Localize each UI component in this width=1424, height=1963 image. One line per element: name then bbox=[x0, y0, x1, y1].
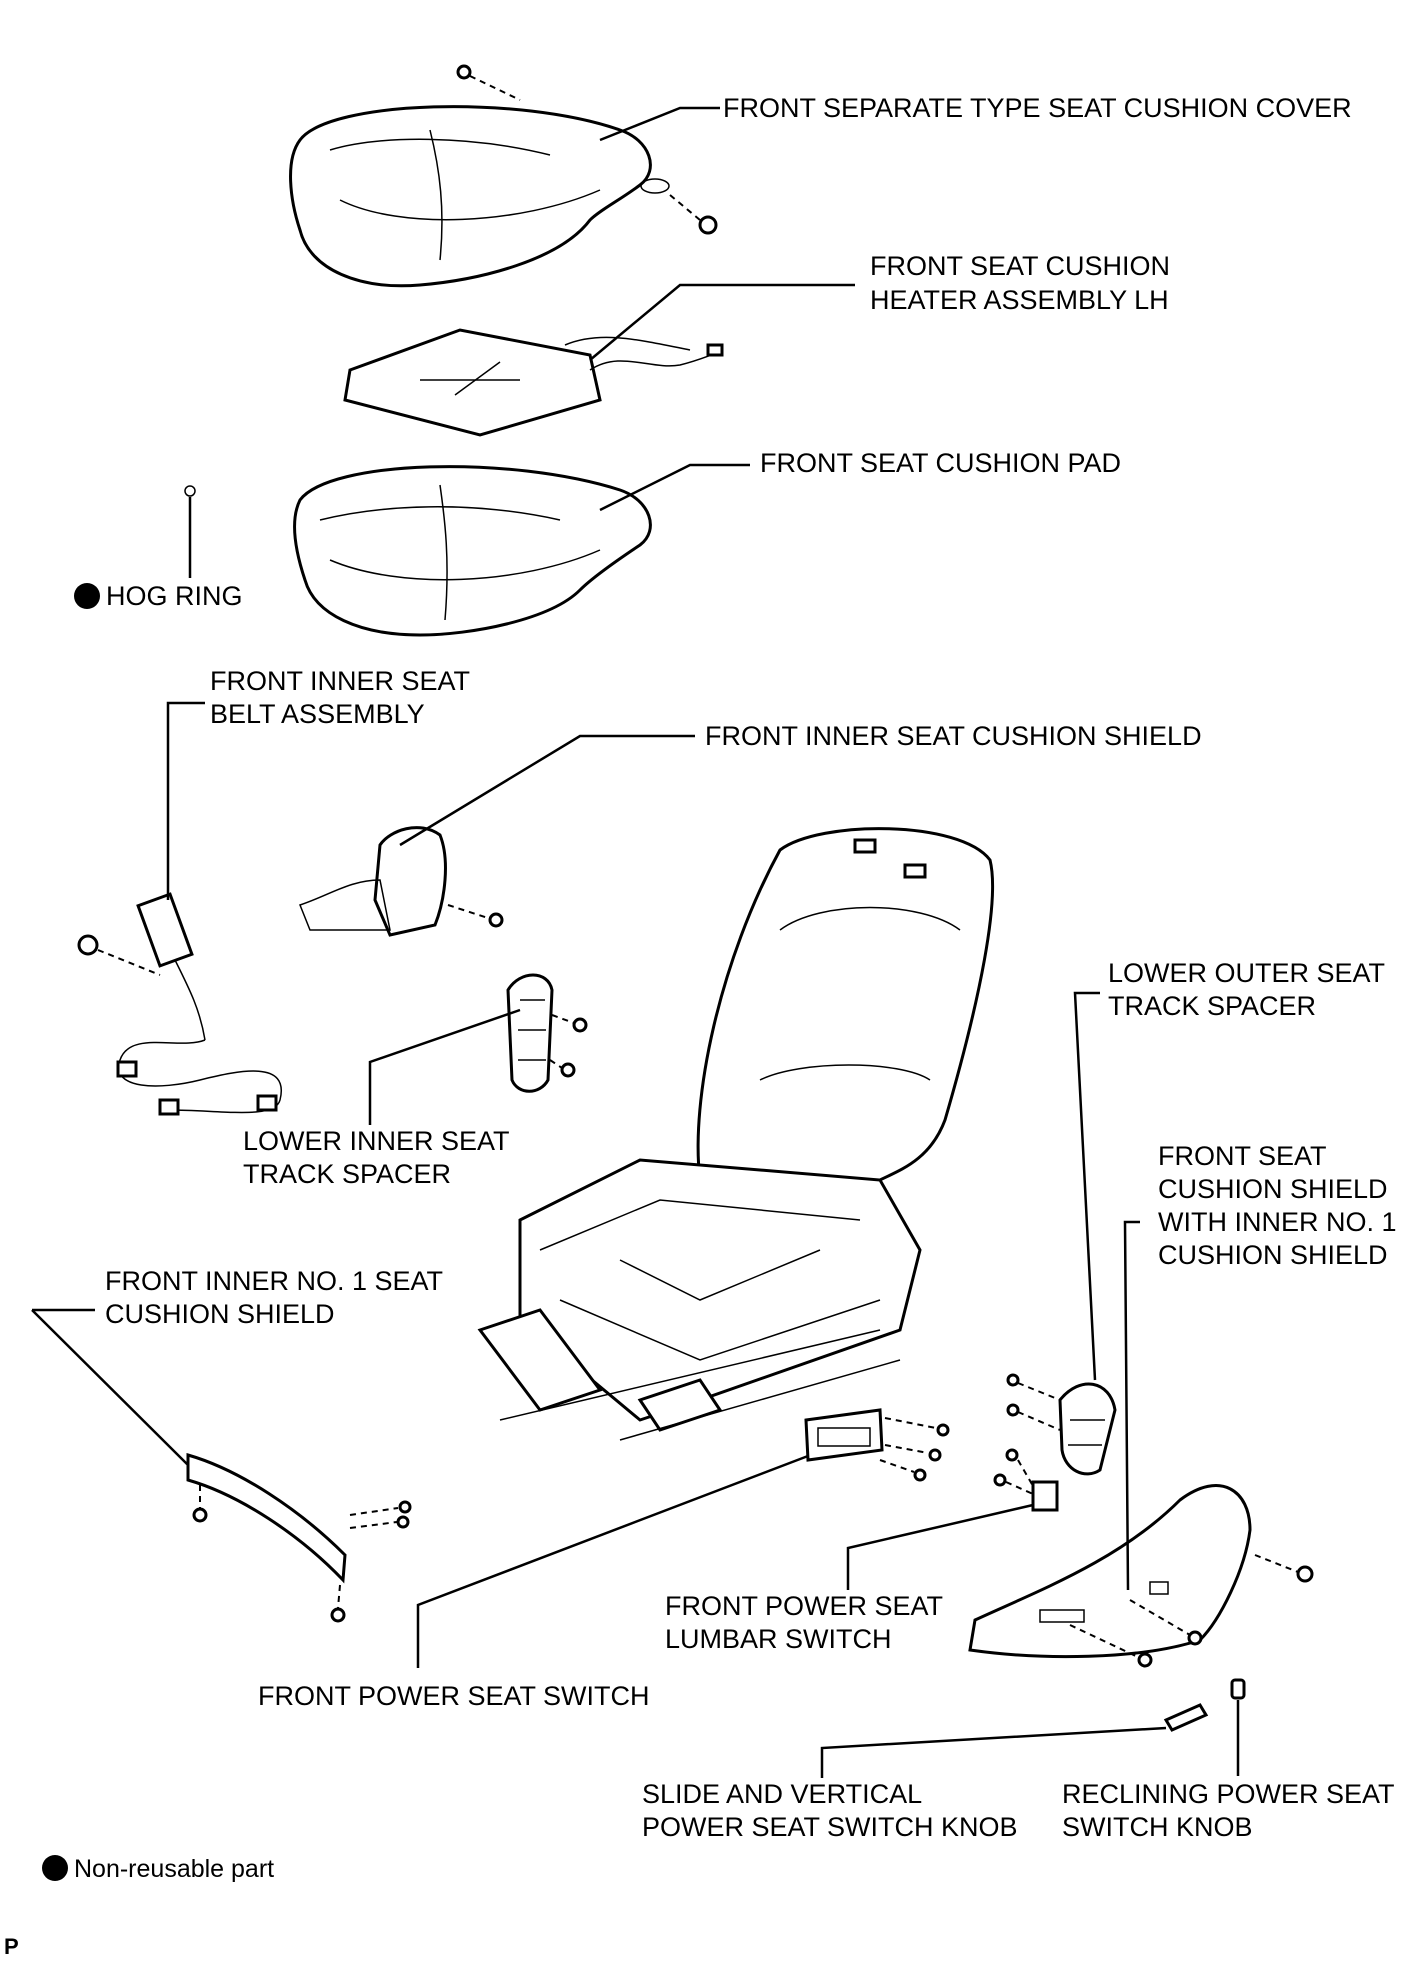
belt-label-line1: FRONT INNER SEAT bbox=[210, 666, 471, 696]
seat-heater-part bbox=[343, 328, 724, 437]
legend-dot-icon bbox=[42, 1855, 68, 1881]
seat-cushion-cover-part bbox=[289, 64, 718, 288]
heater-label-line1: FRONT SEAT CUSHION bbox=[870, 251, 1171, 281]
lumbar-switch-part bbox=[993, 1373, 1059, 1512]
seat-belt-part bbox=[77, 892, 283, 1116]
lower-inner-label-line2: TRACK SPACER bbox=[243, 1159, 452, 1189]
lower-outer-label-line1: LOWER OUTER SEAT bbox=[1108, 958, 1386, 988]
cushion-pad-label: FRONT SEAT CUSHION PAD bbox=[760, 448, 1122, 478]
lower-outer-track-spacer-part bbox=[1017, 1382, 1117, 1476]
slide-knob-part bbox=[1163, 1703, 1209, 1732]
non-reusable-dot-icon bbox=[74, 583, 100, 609]
seat-cushion-pad-part bbox=[293, 465, 652, 637]
inner-no1-label-line2: CUSHION SHIELD bbox=[105, 1299, 335, 1329]
heater-label-line2: HEATER ASSEMBLY LH bbox=[870, 285, 1169, 315]
belt-label-line2: BELT ASSEMBLY bbox=[210, 699, 425, 729]
shield-label-line2: CUSHION SHIELD bbox=[1158, 1174, 1388, 1204]
corner-mark: P bbox=[4, 1934, 19, 1959]
slide-knob-label-line1: SLIDE AND VERTICAL bbox=[642, 1779, 923, 1809]
cushion-cover-label: FRONT SEPARATE TYPE SEAT CUSHION COVER bbox=[723, 93, 1352, 123]
lower-inner-track-spacer-part bbox=[506, 973, 588, 1093]
reclining-knob-part bbox=[1230, 1678, 1246, 1700]
hog-ring-part bbox=[184, 485, 196, 497]
lumbar-label-line2: LUMBAR SWITCH bbox=[665, 1624, 892, 1654]
shield-label-line3: WITH INNER NO. 1 bbox=[1158, 1207, 1397, 1237]
inner-shield-label: FRONT INNER SEAT CUSHION SHIELD bbox=[705, 721, 1202, 751]
slide-knob-label-line2: POWER SEAT SWITCH KNOB bbox=[642, 1812, 1018, 1842]
lower-inner-label-line1: LOWER INNER SEAT bbox=[243, 1126, 510, 1156]
shield-label-line1: FRONT SEAT bbox=[1158, 1141, 1327, 1171]
seat-cushion-shield-part bbox=[968, 1484, 1314, 1668]
seat-frame-part bbox=[477, 827, 995, 1441]
inner-seat-cushion-shield-part bbox=[299, 826, 504, 937]
reclining-knob-label-line1: RECLINING POWER SEAT bbox=[1062, 1779, 1395, 1809]
power-seat-switch-part bbox=[804, 1408, 950, 1482]
hog-ring-label: HOG RING bbox=[106, 581, 243, 611]
lower-outer-label-line2: TRACK SPACER bbox=[1108, 991, 1317, 1021]
inner-no1-shield-part bbox=[186, 1453, 412, 1623]
inner-no1-label-line1: FRONT INNER NO. 1 SEAT bbox=[105, 1266, 444, 1296]
power-switch-label: FRONT POWER SEAT SWITCH bbox=[258, 1681, 650, 1711]
reclining-knob-label-line2: SWITCH KNOB bbox=[1062, 1812, 1253, 1842]
hog-ring-callout: HOG RING bbox=[74, 580, 243, 613]
lumbar-label-line1: FRONT POWER SEAT bbox=[665, 1591, 944, 1621]
leader-lines bbox=[31, 106, 1240, 1778]
legend-text: Non-reusable part bbox=[74, 1855, 275, 1883]
shield-label-line4: CUSHION SHIELD bbox=[1158, 1240, 1388, 1270]
legend: Non-reusable part bbox=[42, 1854, 274, 1884]
